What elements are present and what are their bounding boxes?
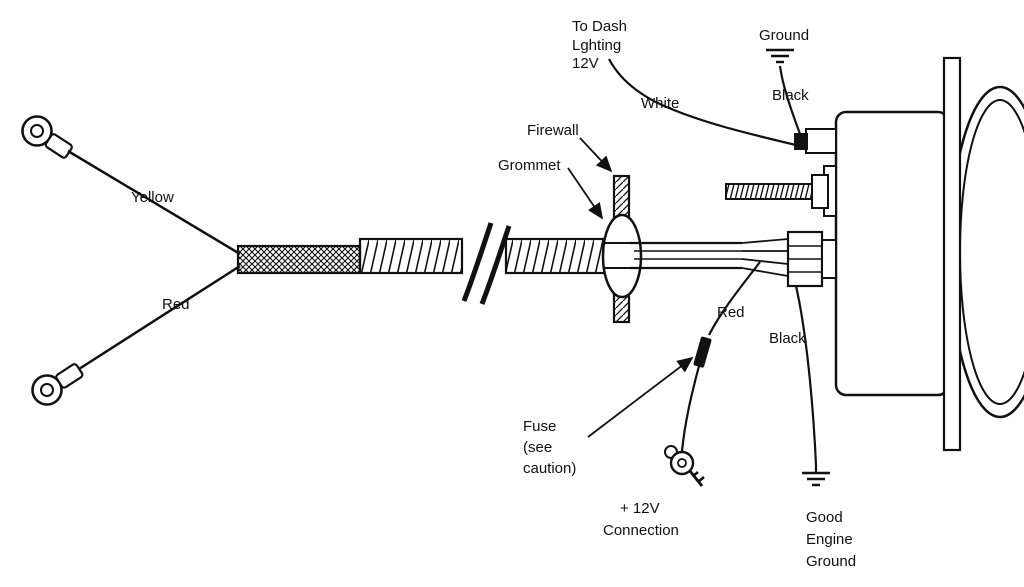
label-to-dash-line1: To Dash (572, 18, 627, 35)
grommet-arrow (567, 167, 604, 220)
red-wire-left (78, 264, 241, 371)
key-shaft (688, 470, 704, 487)
label-fuse-line2: (see (523, 439, 552, 456)
label-to-dash-line3: 12V (572, 55, 599, 72)
ring-terminal-bottom-hole (40, 383, 54, 397)
label-12v-line1: + 12V (620, 500, 660, 517)
cable-loom-right (504, 237, 608, 275)
grommet (601, 213, 643, 299)
fuse (693, 336, 712, 368)
cable-break-mark-2 (479, 225, 512, 305)
red-power-wire-lower (680, 365, 701, 452)
key-tooth-1 (697, 476, 705, 483)
gauge-assembly (725, 56, 1024, 452)
black-ground-wire-bottom (794, 285, 818, 466)
label-grommet: Grommet (498, 157, 561, 174)
cable-break-mark-1 (461, 222, 494, 302)
fanout-wire-3 (741, 258, 789, 265)
key-icon (664, 445, 705, 487)
label-ground-top: Ground (759, 27, 809, 44)
black-ground-wire-top (778, 65, 802, 135)
fuse-arrow (587, 356, 694, 438)
label-fuse-line3: caution) (523, 460, 576, 477)
ground-symbol-bottom (802, 465, 830, 487)
label-yellow-wire: Yellow (131, 189, 174, 206)
gauge-can (834, 110, 950, 397)
wire-bundle (630, 238, 789, 277)
label-black-top: Black (772, 87, 809, 104)
threaded-stud (725, 183, 813, 200)
ring-terminal-bottom (31, 363, 84, 406)
label-red-wire-right: Red (717, 304, 745, 321)
label-12v-line2: Connection (603, 522, 679, 539)
cable-loom-left (358, 237, 464, 275)
terminal-coupling (794, 133, 808, 150)
white-wire (608, 58, 797, 147)
yellow-wire (67, 149, 241, 256)
ring-terminal-top (21, 115, 73, 159)
key-tooth-2 (692, 470, 699, 478)
label-black-bottom: Black (769, 330, 806, 347)
ground-symbol-top (766, 48, 794, 64)
firewall-arrow (579, 137, 613, 173)
terminal-block (805, 128, 837, 154)
label-white-wire: White (641, 95, 679, 112)
cable-break (461, 222, 512, 305)
ring-terminal-top-hole (30, 124, 44, 138)
mounting-panel (942, 56, 962, 452)
label-to-dash-line2: Lghting (572, 37, 621, 54)
label-good-ground-line1: Good (806, 509, 843, 526)
connector-boot (821, 239, 837, 279)
red-power-wire-upper (708, 261, 761, 336)
label-good-ground-line3: Ground (806, 553, 856, 570)
label-good-ground-line2: Engine (806, 531, 853, 548)
label-firewall: Firewall (527, 122, 579, 139)
stud-nut (811, 174, 829, 209)
key-bow-hole (677, 458, 687, 468)
fanout-wire-4 (741, 267, 789, 277)
label-fuse-line1: Fuse (523, 418, 556, 435)
label-red-wire-left: Red (162, 296, 190, 313)
braided-cable (236, 244, 362, 275)
fanout-wire-1 (741, 238, 789, 244)
